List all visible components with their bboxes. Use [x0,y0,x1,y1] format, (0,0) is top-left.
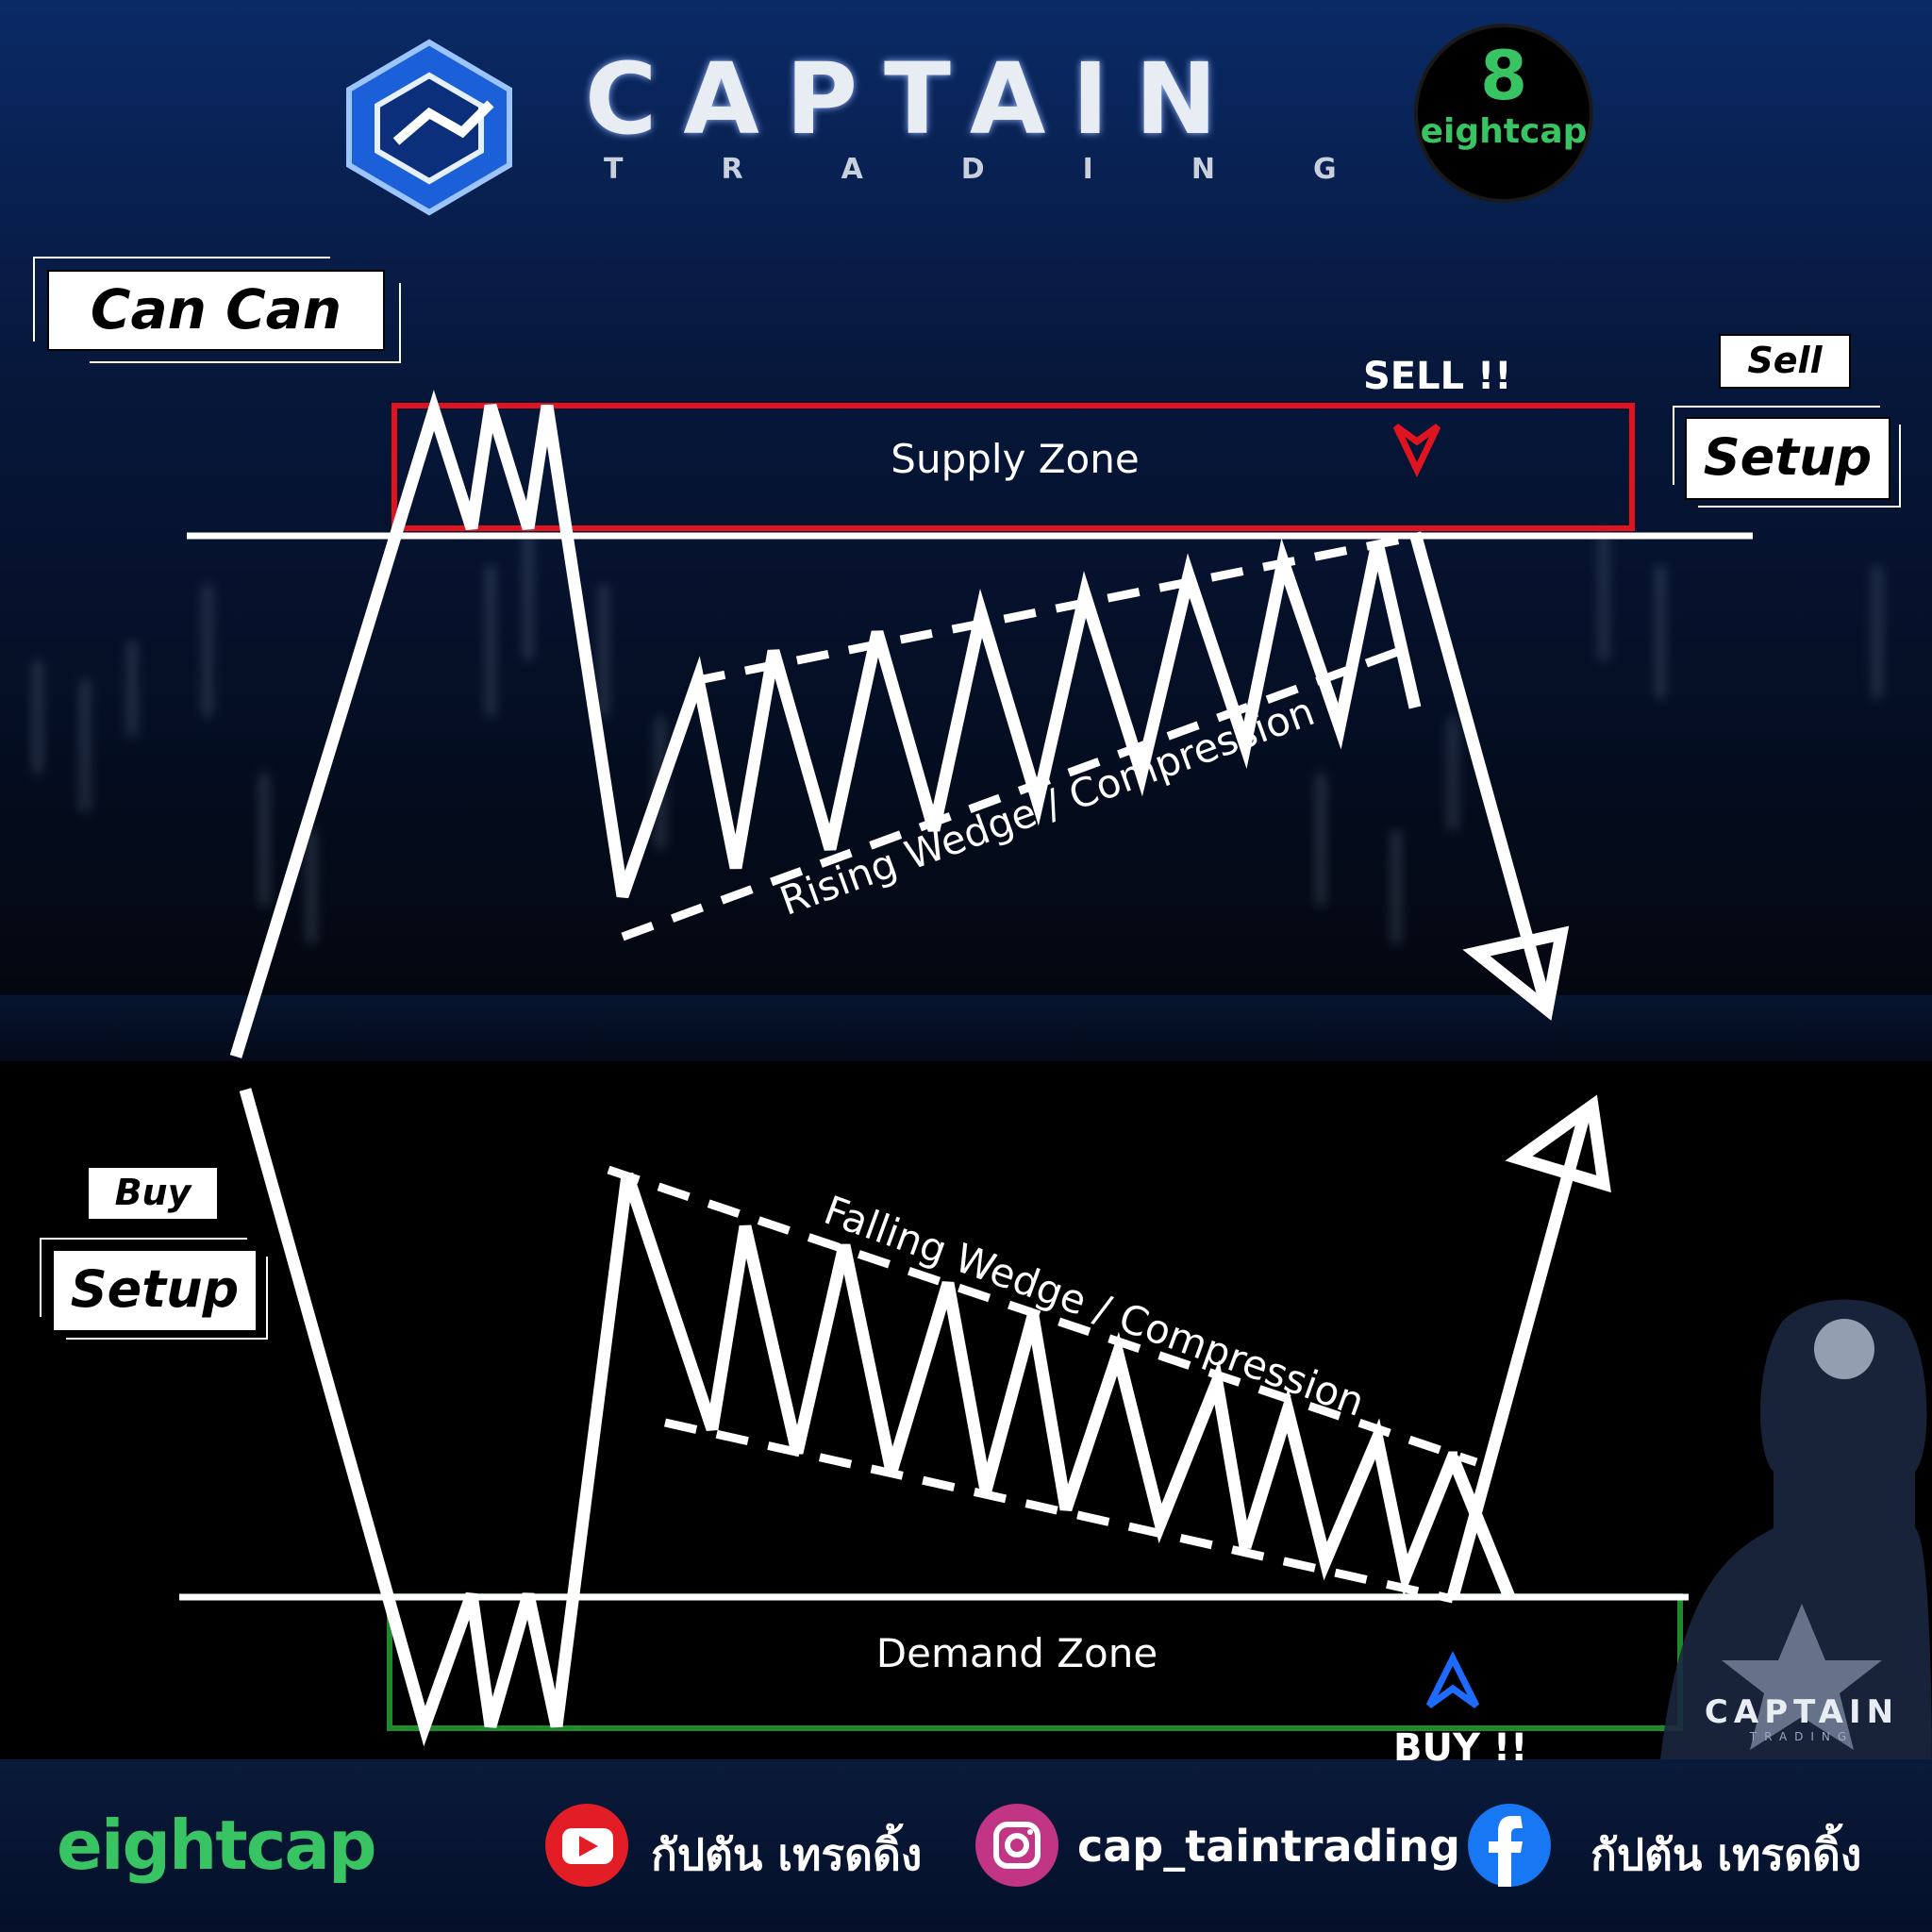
sell-setup-small: Sell [1719,334,1851,389]
top-background [0,0,1932,1000]
footer-band [0,1759,1932,1932]
watermark-subtitle: TRADING [1749,1730,1855,1743]
eightcap-badge [1414,24,1593,203]
supply-zone-label: Supply Zone [891,436,1140,482]
title-frame-bottom [90,283,401,363]
brand-subtitle: TRADING [604,153,1435,186]
sell-arrow-line [1408,531,1554,1011]
buy-frame-bottom [66,1257,268,1340]
sell-setup-big: Setup [1685,417,1890,500]
sell-frame-top [1673,406,1880,485]
sell-signal-label: SELL !! [1363,355,1512,398]
eightcap-badge-text: eightcap [1420,112,1588,151]
youtube-channel-name[interactable]: กัปตัน เทรดดิ้ง [651,1829,923,1880]
instagram-handle[interactable]: cap_taintrading [1077,1821,1460,1872]
sell-arrowhead [1462,925,1570,1021]
sell-frame-bottom [1698,425,1901,508]
mid-band [0,995,1932,1061]
title-frame-top [33,257,330,341]
demand-zone-label: Demand Zone [875,1630,1158,1676]
watermark-title: CAPTAIN [1704,1693,1900,1731]
sell-price-path [229,390,1422,1058]
footer-eightcap-logo: eightcap [57,1806,377,1885]
falling-wedge-bottom [664,1418,1454,1604]
buy-up-arrow-icon [1425,1651,1480,1708]
buy-setup-small: Buy [87,1166,219,1221]
supply-zone-box [391,403,1635,531]
buy-setup-big: Setup [52,1249,258,1332]
background-candles [33,528,1882,943]
falling-wedge-top [607,1165,1478,1467]
brand-title: CAPTAIN [585,42,1244,157]
buy-arrow-line [1446,1111,1591,1599]
rising-wedge-top [692,533,1411,686]
title-label: Can Can [47,270,385,351]
captain-trading-logo-icon [346,39,512,216]
buy-path-end [1446,1455,1516,1600]
rising-wedge-bottom [621,642,1412,941]
captain-mascot-icon [1660,1299,1932,1759]
facebook-page-name[interactable]: กัปตัน เทรดดิ้ง [1591,1829,1862,1880]
eightcap-badge-digit: 8 [1479,36,1528,115]
buy-price-path [239,1088,1459,1747]
buy-signal-label: BUY !! [1393,1726,1528,1770]
buy-frame-top [40,1238,247,1317]
sell-down-arrow-icon [1392,424,1441,478]
buy-arrowhead [1505,1094,1611,1193]
